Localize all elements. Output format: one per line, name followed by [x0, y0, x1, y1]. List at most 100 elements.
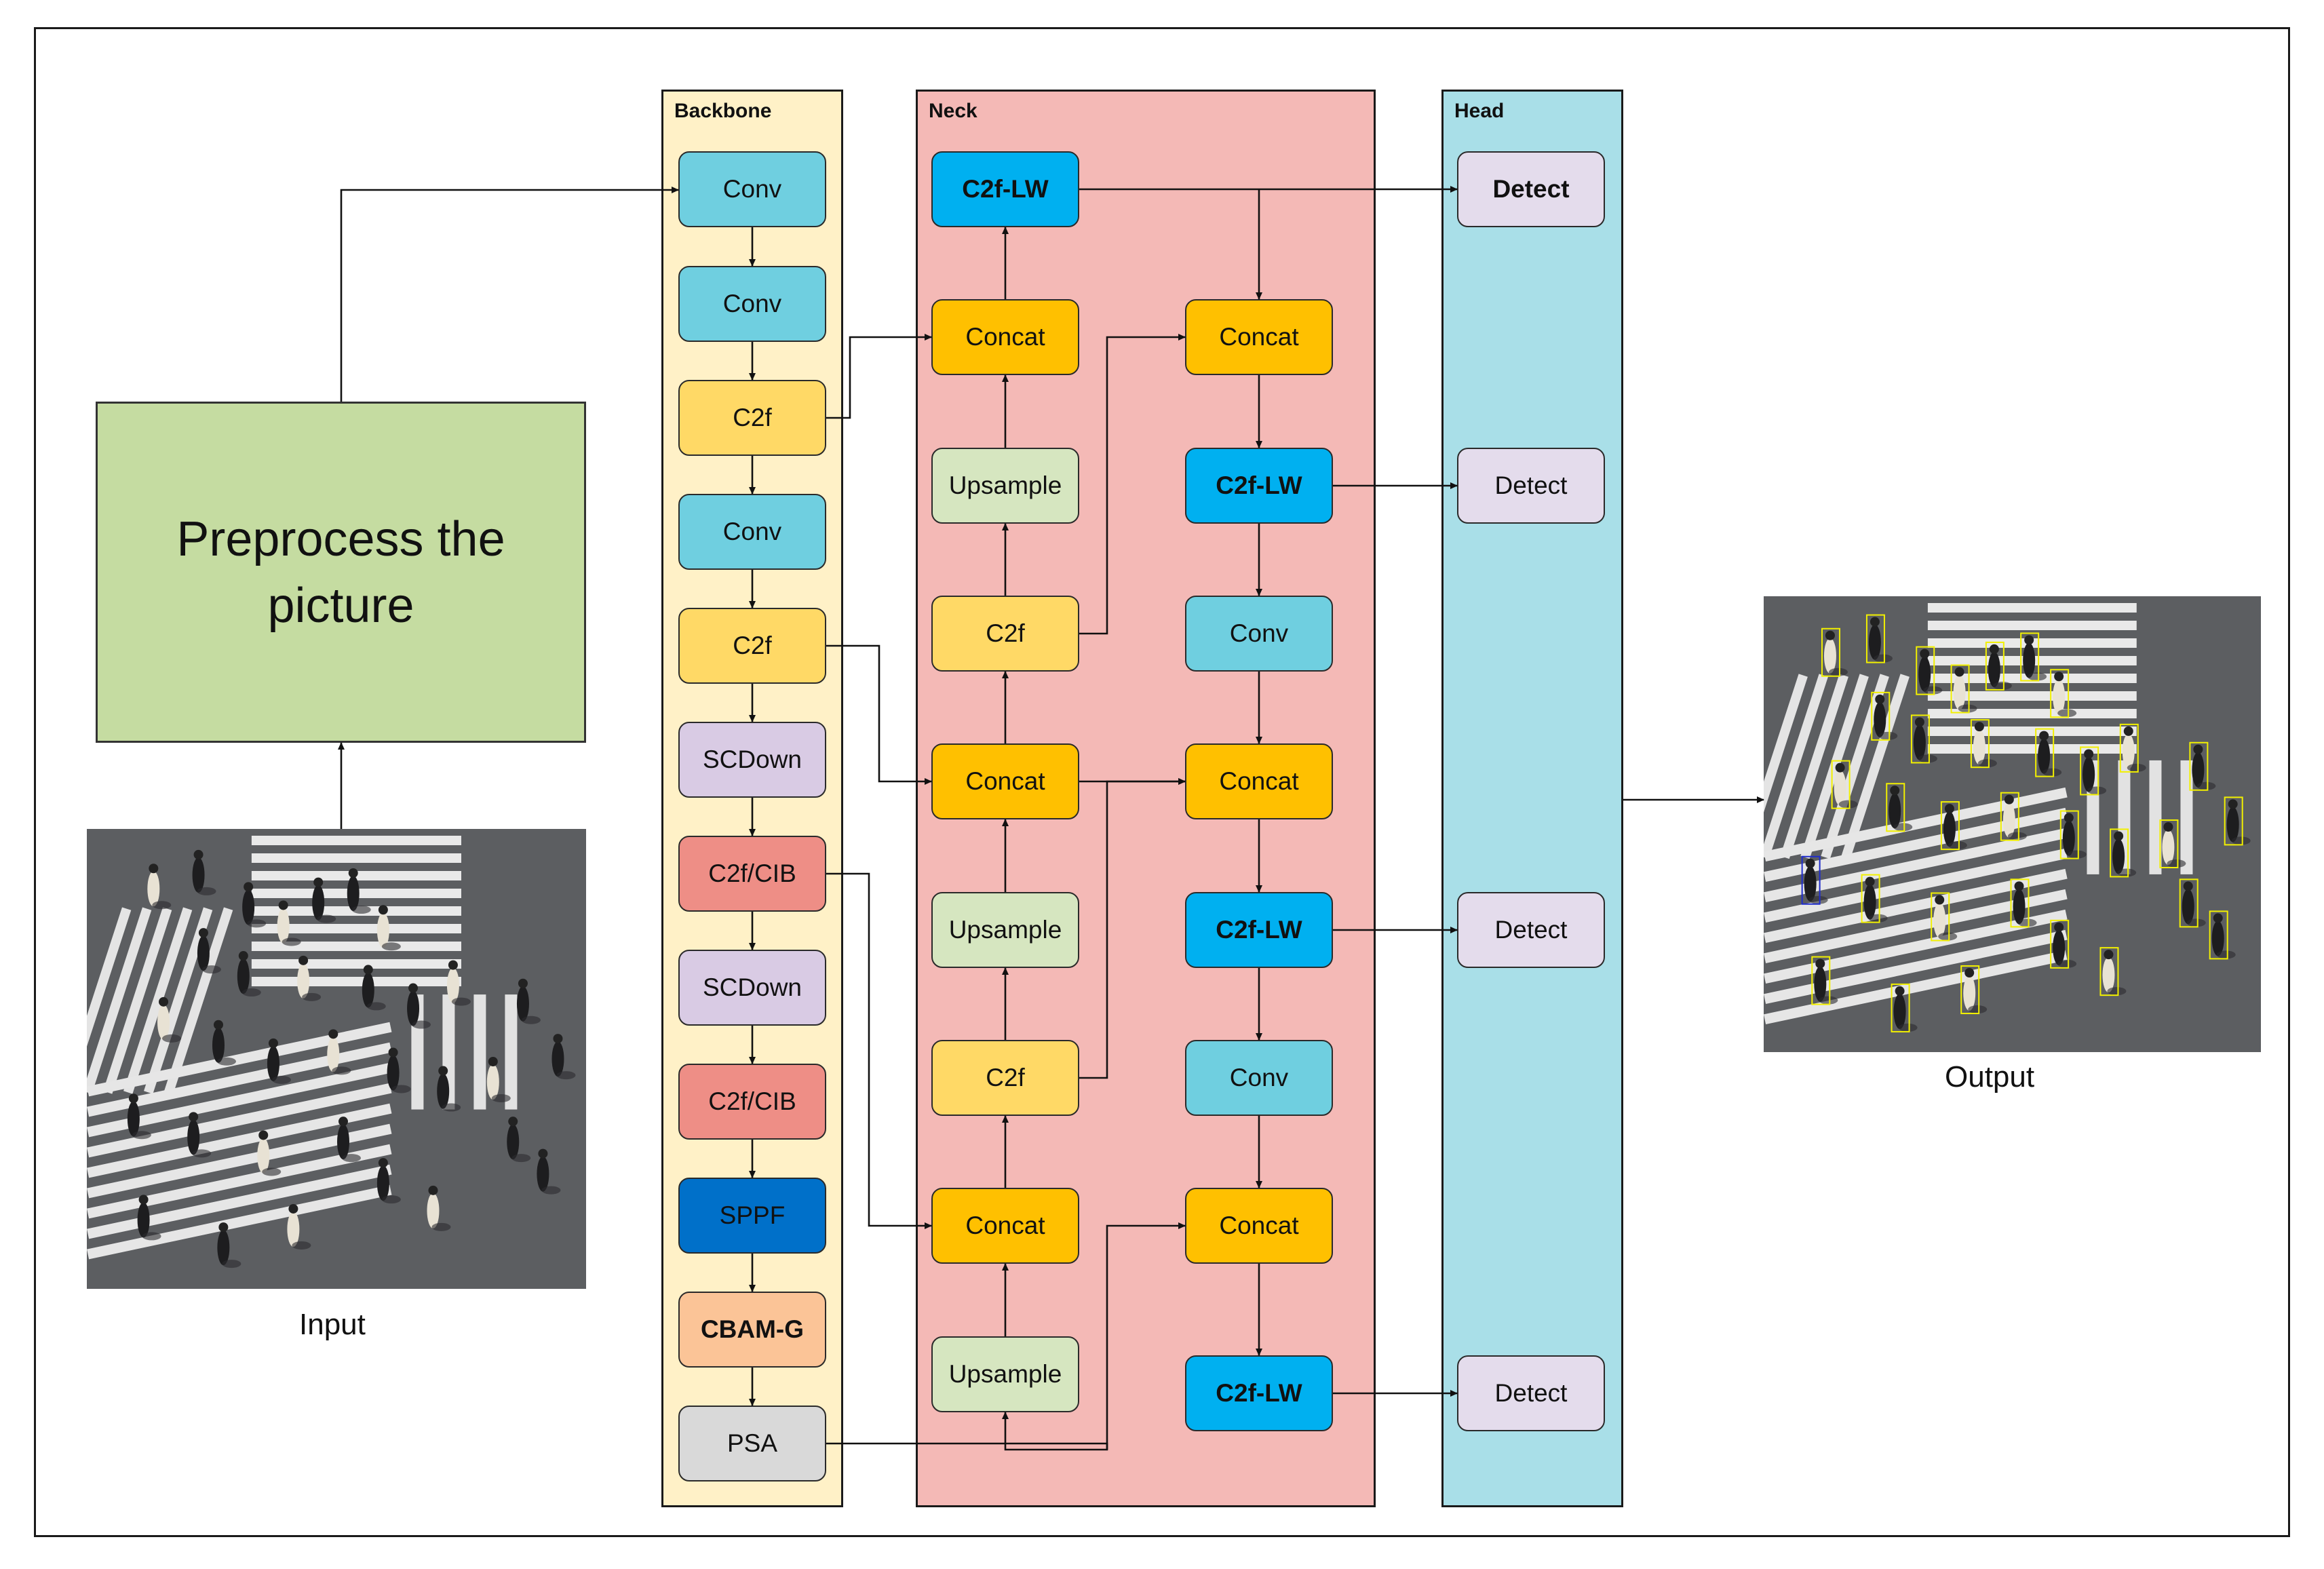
- pedestrian-head: [1944, 804, 1954, 814]
- neck-left-node-label: Concat: [965, 1212, 1045, 1239]
- stripe: [1927, 603, 2137, 613]
- pedestrian-head: [218, 1222, 229, 1233]
- arrow-14: [826, 644, 932, 785]
- neck-left-node-c2f-lw-0: C2f-LW: [931, 151, 1079, 227]
- backbone-node-conv-0: Conv: [678, 151, 826, 227]
- input-caption: Input: [299, 1308, 366, 1341]
- output-photo: [1764, 596, 2261, 1052]
- pedestrian-shadow: [162, 1034, 182, 1043]
- pedestrian-shadow: [1918, 754, 1937, 763]
- detection-box: [1865, 614, 1885, 663]
- pedestrian-shadow: [556, 1071, 576, 1080]
- pedestrian-shadow: [1868, 914, 1888, 923]
- detection-box: [1970, 719, 1990, 769]
- pedestrian-head: [2193, 744, 2203, 754]
- pedestrian-head: [193, 849, 204, 859]
- neck-right-node-c2f-lw-4: C2f-LW: [1185, 892, 1333, 968]
- head-node-label: Detect: [1492, 175, 1570, 203]
- neck-left-node-upsample-5: Upsample: [931, 892, 1079, 968]
- pedestrian: [257, 1138, 270, 1174]
- pedestrian: [347, 876, 360, 912]
- pedestrian: [1933, 902, 1946, 938]
- pedestrian-head: [214, 1020, 223, 1030]
- pedestrian-shadow: [2167, 859, 2186, 868]
- neck-right-node-label: Concat: [1219, 323, 1299, 351]
- detection-box: [2110, 828, 2129, 878]
- pedestrian-head: [244, 882, 254, 892]
- pedestrian-head: [378, 1158, 388, 1168]
- pedestrian-head: [378, 905, 388, 915]
- preprocess-label: Preprocess the picture: [176, 511, 505, 633]
- detection-box: [1891, 983, 1910, 1032]
- pedestrian-head: [1935, 895, 1945, 905]
- pedestrian: [1889, 793, 1901, 829]
- pedestrian: [1973, 729, 1986, 765]
- stripe: [164, 907, 233, 1094]
- stripe: [123, 907, 193, 1094]
- neck-right-node-label: Concat: [1219, 767, 1299, 795]
- pedestrian-shadow: [1958, 704, 1977, 713]
- pedestrian-head: [198, 928, 208, 938]
- detection-box: [1960, 965, 1980, 1015]
- pedestrian-shadow: [1948, 841, 1967, 850]
- stripe: [1841, 674, 1910, 859]
- pedestrian: [127, 1101, 140, 1137]
- arrow-15: [826, 872, 932, 1229]
- pedestrian: [337, 1124, 349, 1160]
- pedestrian: [2053, 929, 2066, 965]
- backbone-node-cbam-g-10: CBAM-G: [678, 1292, 826, 1368]
- pedestrian: [516, 986, 529, 1022]
- stripe: [87, 1164, 392, 1239]
- preprocess-box: Preprocess the picture: [96, 402, 586, 743]
- pedestrian-shadow: [1938, 932, 1958, 941]
- pedestrian: [212, 1027, 225, 1063]
- detection-box: [2224, 796, 2243, 846]
- pedestrian: [277, 908, 290, 944]
- arrow-27: [1079, 778, 1186, 1079]
- pedestrian-shadow: [262, 1167, 282, 1176]
- backbone-node-label: C2f: [733, 632, 772, 659]
- pedestrian-head: [1954, 667, 1964, 677]
- pedestrian: [1874, 701, 1886, 737]
- neck-right-node-label: C2f-LW: [1216, 1379, 1302, 1407]
- backbone-node-label: CBAM-G: [700, 1315, 805, 1343]
- pedestrian: [1953, 674, 1966, 710]
- detection-box: [2209, 910, 2228, 960]
- pedestrian-shadow: [491, 1094, 511, 1102]
- pedestrian-shadow: [332, 1066, 351, 1075]
- pedestrian-head: [2163, 822, 2173, 832]
- pedestrian-shadow: [2057, 709, 2077, 718]
- pedestrian-shadow: [302, 992, 322, 1001]
- backbone-node-label: C2f: [733, 404, 772, 431]
- head-node-detect-3: Detect: [1457, 1355, 1605, 1431]
- pedestrian: [2013, 889, 2026, 925]
- pedestrian: [1918, 656, 1931, 692]
- pedestrian-shadow: [247, 919, 267, 928]
- pedestrian-shadow: [2007, 832, 2027, 840]
- backbone-node-label: SPPF: [719, 1201, 786, 1229]
- pedestrian-shadow: [1819, 996, 1838, 1005]
- detection-box: [1811, 956, 1831, 1005]
- pedestrian: [157, 1004, 170, 1040]
- pedestrian-shadow: [1878, 731, 1898, 740]
- backbone-node-sppf-9: SPPF: [678, 1178, 826, 1254]
- pedestrian: [147, 871, 160, 907]
- pedestrian-head: [348, 868, 358, 878]
- stripe: [473, 994, 486, 1110]
- detection-box: [1861, 874, 1880, 923]
- pedestrian-shadow: [351, 906, 371, 914]
- backbone-node-scdown-5: SCDown: [678, 722, 826, 798]
- pedestrian-shadow: [1838, 800, 1858, 809]
- pedestrian-head: [268, 1038, 278, 1048]
- pedestrian-head: [538, 1148, 548, 1159]
- pedestrian-shadow: [282, 937, 301, 946]
- neck-right-node-concat-0: Concat: [1185, 299, 1333, 375]
- stripe: [251, 924, 461, 933]
- arrow-26: [1079, 334, 1186, 635]
- neck-left-node-label: Upsample: [948, 471, 1062, 499]
- neck-right-node-c2f-lw-7: C2f-LW: [1185, 1355, 1333, 1431]
- detection-box: [1801, 855, 1821, 905]
- pedestrian-head: [438, 1066, 448, 1076]
